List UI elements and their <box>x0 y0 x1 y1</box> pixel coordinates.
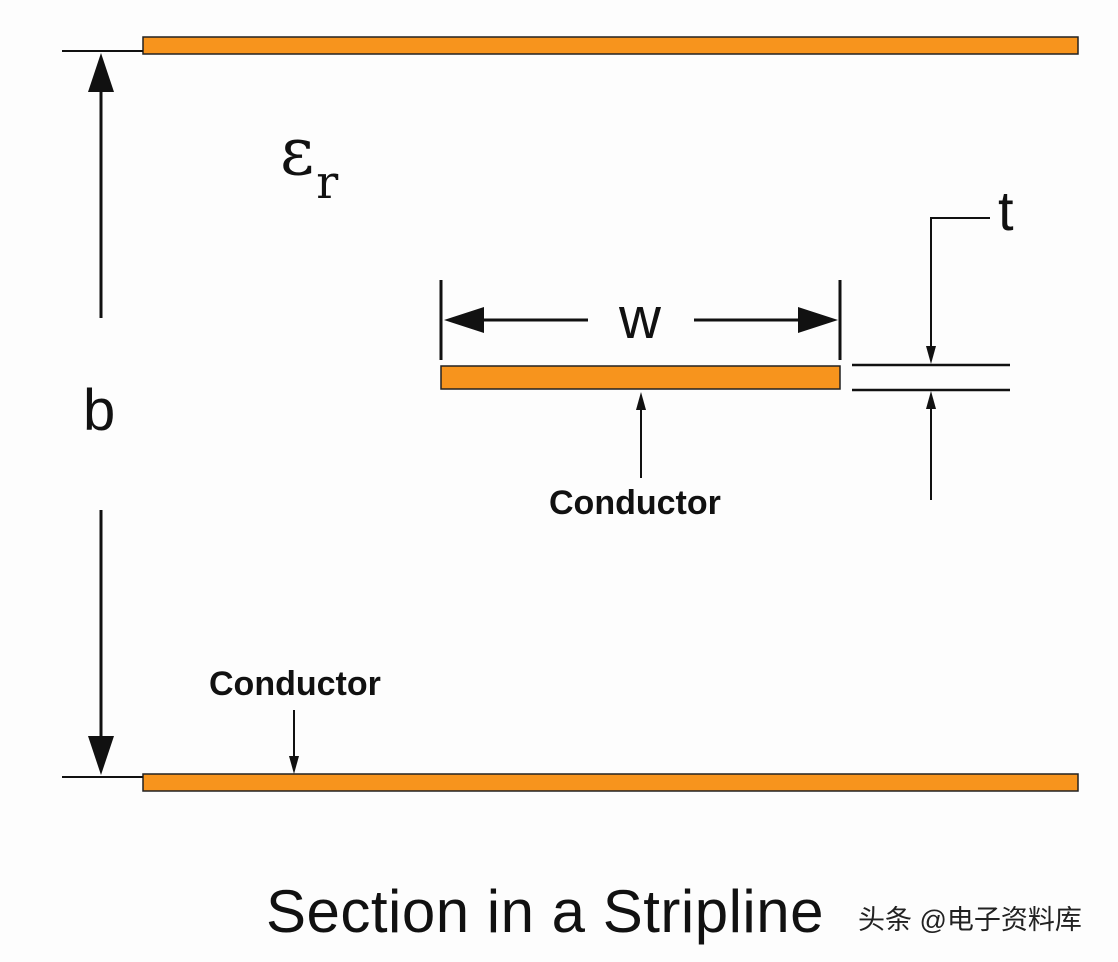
t-leader-bottom <box>926 391 936 500</box>
permittivity-label: εr <box>280 112 338 209</box>
center-conductor-label: Conductor <box>549 484 721 522</box>
bottom-conductor-label: Conductor <box>209 665 381 703</box>
w-dimension-label: w <box>619 286 661 351</box>
b-arrow-up <box>88 53 114 318</box>
bottom-ground-conductor <box>142 773 1079 792</box>
b-arrow-down <box>88 510 114 775</box>
t-leader-top <box>926 217 990 364</box>
watermark: 头条 @电子资料库 <box>858 905 1082 935</box>
w-arrow-left <box>444 307 588 333</box>
center-conductor-leader <box>636 392 646 478</box>
center-strip-conductor <box>440 365 841 390</box>
top-ground-conductor <box>142 36 1079 55</box>
epsilon-symbol: ε <box>280 113 315 190</box>
diagram-title: Section in a Stripline <box>266 878 824 945</box>
epsilon-subscript: r <box>316 155 339 209</box>
b-dimension-label: b <box>83 378 116 443</box>
w-arrow-right <box>694 307 838 333</box>
bottom-conductor-leader <box>289 710 299 774</box>
t-dimension-label: t <box>998 179 1014 242</box>
